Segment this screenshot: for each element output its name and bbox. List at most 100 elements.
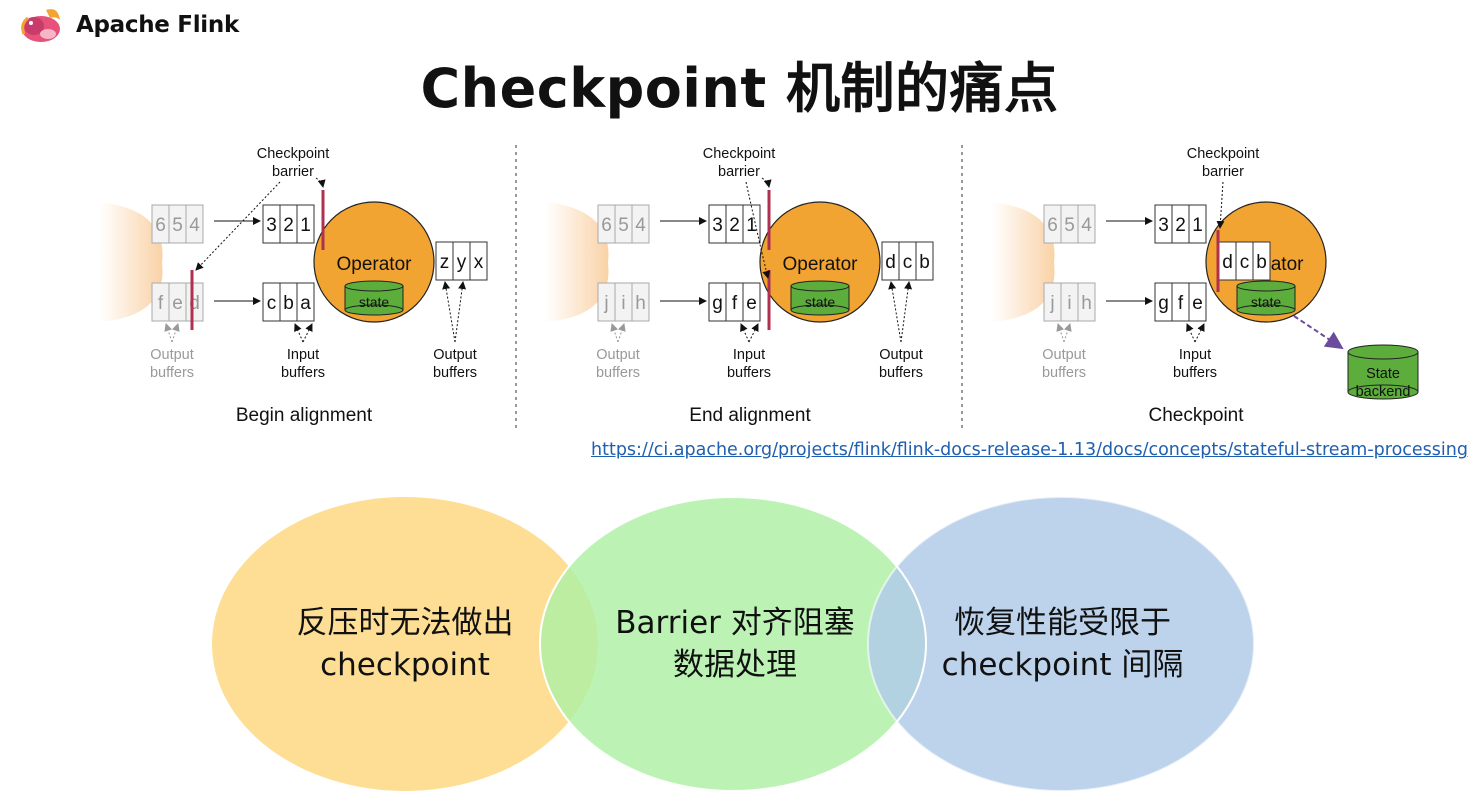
upstream-output-buffer-top-value: 5	[618, 215, 629, 236]
buffer-pointer	[1063, 323, 1072, 343]
venn-label-backpressure: 反压时无法做出 checkpoint	[296, 605, 514, 683]
input-buffer-bottom-value: e	[746, 293, 757, 314]
operator-output-buffer-cell	[1252, 241, 1271, 281]
upstream-output-buffer-bottom-value: i	[1067, 293, 1071, 314]
input-buffer-top-cell	[296, 204, 315, 244]
operator-output-buffer-cell	[915, 241, 934, 281]
state-backend-label: backend	[1356, 384, 1411, 400]
venn-circle-backpressure	[212, 497, 598, 791]
operator-output-buffer-value: c	[903, 252, 913, 273]
operator-output-buffer-value: y	[457, 252, 467, 273]
upstream-output-buffer-top-value: 5	[1064, 215, 1075, 236]
venn-label-recovery: 恢复性能受限于 checkpoint 间隔	[941, 605, 1184, 683]
operator-output-buffer-cell	[469, 241, 488, 281]
input-buffers-label: buffers	[281, 365, 325, 381]
output-buffers-label: buffers	[879, 365, 923, 381]
buffer-pointer	[617, 323, 626, 343]
reference-link[interactable]: https://ci.apache.org/projects/flink/fli…	[591, 440, 1468, 460]
input-buffer-top-cell	[742, 204, 761, 244]
input-buffer-top-value: 1	[1192, 215, 1203, 236]
upstream-output-buffer-bottom-value: f	[158, 293, 164, 314]
operator-output-buffer-value: b	[1256, 252, 1267, 273]
input-buffer-top-value: 3	[712, 215, 723, 236]
input-buffer-bottom-value: c	[267, 293, 277, 314]
buffer-pointer	[748, 323, 759, 343]
buffer-pointer	[1186, 323, 1196, 343]
buffer-pointer	[900, 281, 913, 343]
page-title: Checkpoint 机制的痛点	[420, 57, 1059, 120]
input-buffers-label: Input	[733, 347, 765, 363]
venn-circle-barrier-alignment	[540, 497, 926, 791]
upstream-output-buffer-top-value: 4	[635, 215, 646, 236]
state-backend-label: State	[1366, 366, 1400, 382]
input-buffer-bottom-value: g	[712, 293, 723, 314]
snapshot-arrow	[1293, 315, 1344, 350]
upstream-output-buffer-top-cell	[631, 204, 650, 244]
operator-output-buffer-value: x	[474, 252, 484, 273]
buffer-pointer	[740, 323, 750, 343]
input-buffer-top-value: 3	[1158, 215, 1169, 236]
checkpoint-barrier-label: Checkpoint	[1187, 146, 1260, 162]
upstream-output-buffer-top-value: 6	[155, 215, 166, 236]
state-label: state	[805, 294, 836, 310]
input-buffers-label: buffers	[1173, 365, 1217, 381]
input-buffer-bottom-value: g	[1158, 293, 1169, 314]
upstream-buffers-label: buffers	[1042, 365, 1086, 381]
upstream-output-buffer-bottom-value: h	[1081, 293, 1092, 314]
barrier-pointer	[195, 181, 281, 271]
upstream-output-buffer-bottom-value: d	[189, 293, 200, 314]
state-label: state	[359, 294, 390, 310]
buffer-pointer	[1194, 323, 1205, 343]
output-buffers-label: buffers	[433, 365, 477, 381]
buffer-pointer	[294, 323, 304, 343]
upstream-output-buffer-bottom-cell	[631, 282, 650, 322]
upstream-operator-shape	[546, 202, 609, 322]
output-buffers-label: Output	[433, 347, 477, 363]
buffer-pointer	[610, 323, 619, 343]
input-buffers-label: buffers	[727, 365, 771, 381]
input-buffer-bottom-cell	[742, 282, 761, 322]
upstream-output-buffer-top-value: 4	[1081, 215, 1092, 236]
checkpoint-barrier-label: barrier	[272, 164, 314, 180]
input-buffers-label: Input	[1179, 347, 1211, 363]
input-buffer-bottom-value: b	[283, 293, 294, 314]
input-buffer-bottom-value: e	[1192, 293, 1203, 314]
barrier-pointer	[761, 177, 772, 188]
checkpoint-barrier-label: Checkpoint	[703, 146, 776, 162]
input-buffer-top-value: 1	[746, 215, 757, 236]
buffer-pointer	[1056, 323, 1065, 343]
input-buffers-label: Input	[287, 347, 319, 363]
upstream-output-buffer-bottom-value: j	[603, 293, 608, 314]
pain-points-venn	[212, 496, 1255, 792]
operator-output-buffer-value: z	[440, 252, 450, 273]
upstream-output-buffer-bottom-cell	[1077, 282, 1096, 322]
upstream-output-buffer-top-value: 6	[1047, 215, 1058, 236]
operator-label: Operator	[783, 254, 859, 275]
checkpoint-barrier-label: barrier	[1202, 164, 1244, 180]
operator-circle	[313, 201, 435, 323]
operator-output-buffer-value: d	[885, 252, 896, 273]
upstream-output-buffer-top-value: 6	[601, 215, 612, 236]
input-buffer-top-value: 2	[283, 215, 294, 236]
buffer-pointer	[302, 323, 313, 343]
upstream-output-buffer-top-cell	[185, 204, 204, 244]
panel-caption: Begin alignment	[236, 405, 373, 426]
operator-output-buffer-value: c	[1240, 252, 1250, 273]
input-buffer-bottom-value: f	[1178, 293, 1184, 314]
upstream-buffers-label: buffers	[596, 365, 640, 381]
checkpoint-barrier-label: barrier	[718, 164, 760, 180]
upstream-output-buffer-bottom-value: j	[1049, 293, 1054, 314]
input-buffer-top-cell	[1188, 204, 1207, 244]
operator-output-buffer-value: b	[919, 252, 930, 273]
upstream-output-buffer-top-value: 4	[189, 215, 200, 236]
upstream-output-buffer-top-value: 5	[172, 215, 183, 236]
operator-output-buffer-value: d	[1222, 252, 1233, 273]
checkpoint-panel: 654jihOperatorstate321gfedcbCheckpointba…	[992, 146, 1419, 426]
upstream-output-buffer-bottom-value: i	[621, 293, 625, 314]
upstream-operator-shape	[992, 202, 1055, 322]
input-buffer-top-value: 2	[729, 215, 740, 236]
upstream-buffers-label: Output	[1042, 347, 1086, 363]
output-buffers-label: Output	[879, 347, 923, 363]
buffer-pointer	[888, 281, 902, 343]
upstream-buffers-label: Output	[150, 347, 194, 363]
